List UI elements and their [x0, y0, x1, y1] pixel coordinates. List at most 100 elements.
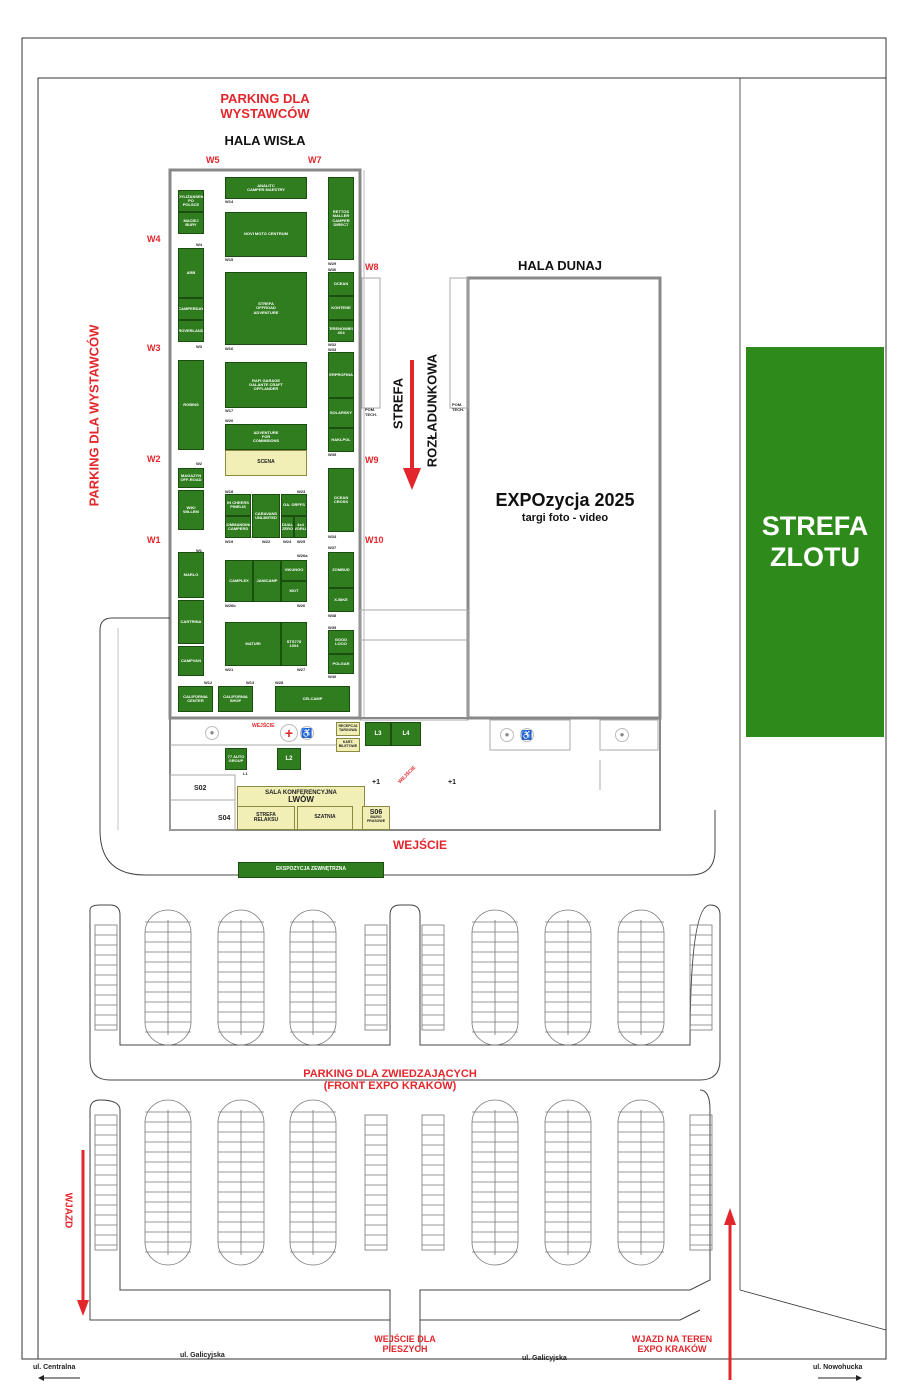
wlabel: W26a: [297, 553, 308, 558]
strefa-zlotu-zone: STREFA ZLOTU: [746, 347, 884, 737]
stand-vikungo: VIKUNGO: [281, 560, 307, 581]
parking-island: [217, 909, 265, 1046]
parking-island: [289, 909, 337, 1046]
wlabel: W18: [225, 489, 234, 494]
wheelchair-icon: ♿: [520, 728, 534, 742]
wlabel: W28: [275, 680, 284, 685]
wlabel: W2: [196, 461, 202, 466]
gate-w5: W5: [206, 155, 220, 165]
stand-solarsky: SOLARSKY: [328, 398, 354, 428]
wlabel: W30: [328, 267, 337, 272]
parking-strip: [94, 1114, 118, 1251]
stand-campvan: CAMPVAN: [178, 646, 204, 676]
stand-w17: RAFI GARAGE GALANTE CRAFT OFFLANDER: [225, 362, 307, 408]
wlabel: W39: [328, 625, 337, 630]
street-centralna: ul. Centralna: [33, 1364, 76, 1371]
parking-island: [471, 909, 519, 1046]
wlabel: W29: [328, 261, 337, 266]
parking-island: [217, 1099, 265, 1266]
stand-dylizansem: DYLIŻANSEM PO POLSCE: [178, 190, 204, 212]
gate-w1: W1: [147, 535, 161, 545]
stand-haklpol: HAKLPOL: [328, 428, 354, 452]
stand-w25: 4x4 WORLD: [294, 516, 307, 538]
stand-w18b: CARAVANS UNLIMITED: [252, 494, 280, 538]
stand-w14: ANALITC CAMPER MAESTRY: [225, 177, 307, 199]
floor-plus1-a: +1: [372, 779, 380, 786]
pedestrian-entrance-label: WEJŚCIE DLA PIESZYCH: [374, 1334, 436, 1354]
wlabel: W4: [196, 242, 202, 247]
stand-good-looo: GOOD LOOO: [328, 630, 354, 654]
stand-w20: ADVENTURE FOR COMMISIONS: [225, 424, 307, 450]
wlabel: W19: [225, 539, 234, 544]
parking-strip: [689, 924, 713, 1031]
stand-polgar: POLGAR: [328, 654, 354, 674]
wjazd-vertical: WJAZD: [62, 1192, 74, 1229]
boundary-inner-line: [37, 77, 886, 1359]
visitor-parking-label: PARKING DLA ZWIEDZAJĄCYCH (FRONT EXPO KR…: [303, 1068, 477, 1093]
gate-w9: W9: [365, 455, 379, 465]
street-galicyjska-2: ul. Galicyjska: [522, 1355, 567, 1362]
gate-w7: W7: [308, 155, 322, 165]
wlabel: W25: [297, 539, 306, 544]
parking-island: [544, 909, 592, 1046]
hala-wisla-title: HALA WISŁA: [224, 133, 306, 148]
stand-maciej-bury: MACIEJ BURY: [178, 212, 204, 234]
stand-w18c: COMMANDING CAMPERS: [225, 516, 251, 538]
floor-plus1-b: +1: [448, 779, 456, 786]
street-nowohucka: ul. Nowohucka: [813, 1364, 863, 1371]
stand-w23: GA. ORFFS: [281, 494, 307, 516]
room-s06: S06 BIURO PRASOWE: [362, 806, 390, 830]
gate-w8: W8: [365, 262, 379, 272]
site-entry-label: WJAZD NA TEREN EXPO KRAKÓW: [631, 1334, 713, 1354]
wlabel: W17: [225, 408, 234, 413]
parking-exhibitors-top: PARKING DLA WYSTAWCÓW: [220, 91, 310, 121]
conference-title: SALA KONFERENCYJNA: [265, 790, 337, 796]
arrows: [38, 360, 862, 1381]
parking-strip: [421, 1114, 445, 1251]
wlabel: W33: [328, 347, 337, 352]
wlabel: W27: [297, 667, 306, 672]
stand-l3: L3: [365, 722, 391, 746]
wlabel: W26b: [225, 603, 236, 608]
stand-sts: STS778 1004: [281, 622, 307, 666]
stage-scena: SCENA: [225, 450, 307, 476]
stand-w15: NOVI MOTO CENTRUM: [225, 212, 307, 257]
stand-maturi: MATURI: [225, 622, 281, 666]
stand-77-auto: 77 AUTO GROUP: [225, 748, 247, 770]
stand-arb: ARB: [178, 248, 204, 298]
outdoor-exposition: EKSPOZYCJA ZEWNĘTRZNA: [238, 862, 384, 878]
parking-strip: [364, 1114, 388, 1251]
wlabel: W12: [204, 680, 213, 685]
stand-ocean: OCEAN: [328, 272, 354, 296]
stand-roverland: ROVERLAND: [178, 320, 204, 342]
toilet-icon: ●: [500, 728, 514, 742]
stand-wiki-willem: WIKI WILLEM: [178, 490, 204, 530]
stand-celcamp: CELCAMP: [275, 686, 350, 712]
room-s02: S02: [194, 785, 207, 792]
wlabel: W24: [283, 539, 292, 544]
wlabel: W15: [225, 257, 234, 262]
stand-ocean-cross: OCEAN CROSS: [328, 468, 354, 532]
rozladunkowa-vertical: ROZŁADUNKOWA: [424, 353, 440, 468]
parking-island: [617, 909, 665, 1046]
parking-island: [144, 1099, 192, 1266]
lobby-outline: [169, 717, 661, 831]
stand-camperday: CAMPERDAY: [178, 298, 204, 320]
pom-tech-1: POM. TECH.: [365, 407, 377, 417]
stand-camplex: CAMPLEX: [225, 560, 253, 602]
wlabel: W34: [328, 534, 337, 539]
parking-island: [471, 1099, 519, 1266]
strefa-zlotu-label: STREFA ZLOTU: [761, 510, 869, 572]
s06-label: S06: [369, 809, 383, 816]
expo-subtitle: targi foto - video: [521, 512, 609, 524]
wlabel: W40: [328, 674, 337, 679]
parking-strip: [689, 1114, 713, 1251]
stand-w24: DUAL ZERO: [281, 516, 294, 538]
toilet-icon: ●: [205, 726, 219, 740]
parking-strip: [364, 924, 388, 1031]
parking-island: [289, 1099, 337, 1266]
strefa-relaksu: STREFA RELAKSU: [237, 806, 295, 830]
main-entrance-label: WEJŚCIE: [392, 838, 447, 852]
stand-magazyn: MAGAZYN OFF-ROAD: [178, 468, 204, 488]
parking-island: [144, 909, 192, 1046]
